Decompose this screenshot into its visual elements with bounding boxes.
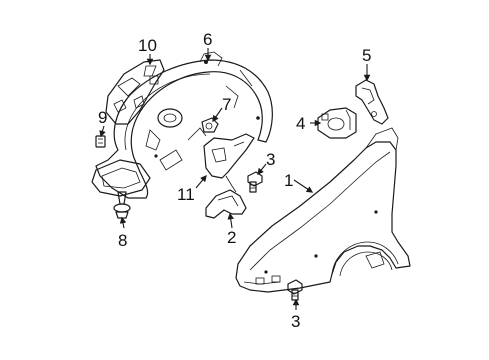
callout-3-lower: 3 [291, 312, 300, 331]
leader-1 [293, 179, 314, 193]
fender-bracket-11-part [203, 133, 255, 179]
callout-10: 10 [138, 36, 157, 55]
callout-7: 7 [222, 95, 231, 114]
leader-11 [195, 174, 207, 189]
fender-liner-part [95, 51, 273, 199]
callout-4: 4 [296, 114, 305, 133]
callout-3-upper: 3 [266, 150, 275, 169]
leader-7 [212, 107, 223, 123]
upper-liner-bracket-part [105, 59, 165, 125]
mount-bracket-4-part [317, 107, 357, 139]
bolt-3-lower-part [287, 279, 303, 301]
leader-lines [99, 48, 371, 310]
callout-9: 9 [98, 108, 107, 127]
front-fender-1-part [235, 127, 411, 293]
leader-2 [227, 212, 235, 229]
clip-9-part [95, 135, 106, 148]
bolt-3-upper-part [247, 171, 263, 193]
callout-1: 1 [284, 171, 293, 190]
leader-8 [119, 216, 127, 229]
lower-bracket-2-part [205, 175, 247, 219]
callout-2: 2 [227, 228, 236, 247]
leader-9 [99, 125, 106, 138]
splash-shield-part [91, 159, 151, 197]
callout-labels: 10 6 9 7 11 8 2 3 1 4 5 3 [98, 30, 371, 331]
fender-bracket-5-part [355, 79, 389, 125]
callout-6: 6 [203, 30, 212, 49]
callout-5: 5 [362, 46, 371, 65]
callout-8: 8 [118, 231, 127, 250]
leader-3-upper [257, 163, 267, 176]
callout-11: 11 [177, 185, 195, 204]
clip-7-part [201, 117, 219, 133]
